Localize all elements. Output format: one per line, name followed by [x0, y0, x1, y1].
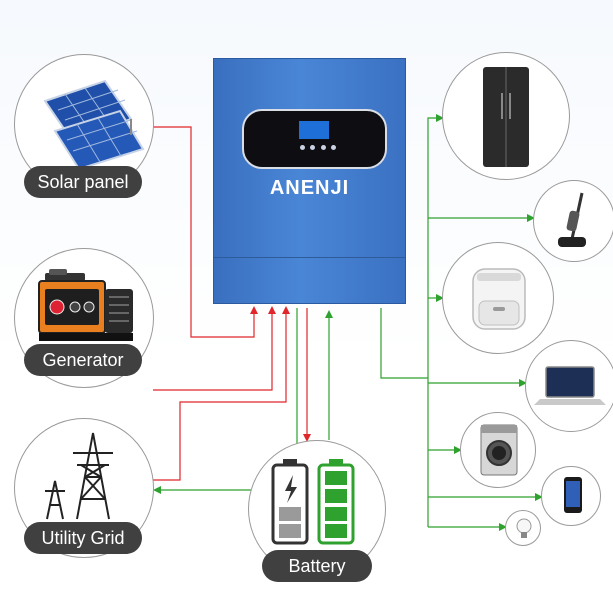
load-bus-line: [380, 308, 429, 527]
solar-input-line: [152, 126, 258, 338]
panel-seam: [214, 257, 405, 258]
inverter-unit: ANENJI: [213, 58, 406, 304]
battery-icon: [271, 459, 355, 545]
load-line-refrigerator: [427, 114, 444, 378]
power-tower-icon: [45, 432, 113, 520]
laptop-icon: [534, 366, 606, 405]
load-bulb-circle: [505, 510, 541, 546]
battery-label: Battery: [262, 550, 372, 582]
washing-machine-icon: [480, 424, 518, 476]
grid-input-line: [153, 306, 290, 481]
vacuum-cleaner-icon: [558, 192, 586, 247]
light-bulb-icon: [516, 518, 532, 538]
load-airfryer-circle: [442, 242, 554, 354]
utility-grid-label: Utility Grid: [24, 522, 142, 554]
lcd-screen: [299, 121, 329, 139]
load-washer-circle: [460, 412, 536, 488]
load-vacuum-circle: [533, 180, 613, 262]
load-phone-circle: [541, 466, 601, 526]
generator-label: Generator: [24, 344, 142, 376]
solar-panel-icon: [43, 79, 145, 179]
load-refrigerator-circle: [442, 52, 570, 180]
air-fryer-icon: [472, 268, 526, 330]
refrigerator-icon: [483, 67, 529, 167]
generator-input-line: [153, 306, 276, 391]
solar-panel-label: Solar panel: [24, 166, 142, 198]
inverter-display: [242, 109, 387, 169]
generator-icon: [38, 269, 133, 341]
inverter-brand: ANENJI: [269, 177, 350, 199]
load-laptop-circle: [525, 340, 613, 432]
smartphone-icon: [564, 477, 582, 513]
control-buttons: [300, 145, 336, 151]
